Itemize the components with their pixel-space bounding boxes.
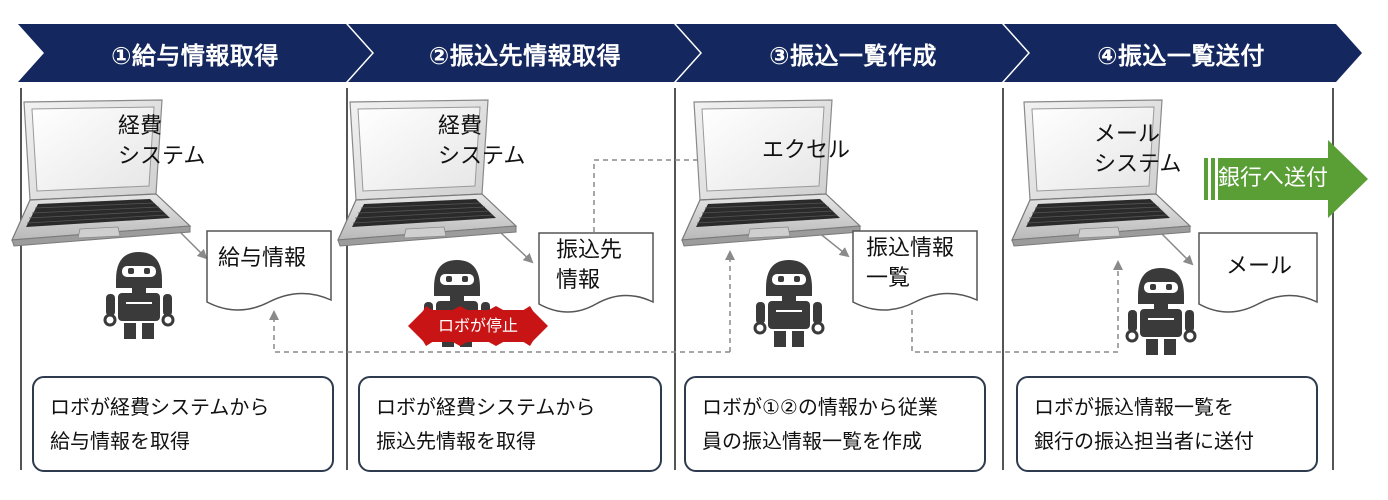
connector-laptop-to-doc-4 [1159,231,1194,266]
dashed-doc3-to-mail [911,260,1123,353]
column-divider-4 [1002,88,1004,470]
column-divider-1 [20,88,22,470]
connector-laptop-to-doc-2 [499,231,534,264]
step-1-description: ロボが経費システムから 給与情報を取得 [32,376,334,472]
process-header-bar [18,24,1362,82]
laptop-icon [681,99,861,247]
document-icon [538,232,654,313]
header-chevron-4 [1004,24,1362,82]
send-to-bank-label: 銀行へ送付 [1218,166,1329,191]
robot-stopped-badge: ロボが停止 [437,316,518,335]
column-divider-3 [674,88,676,470]
step-4-header: ④振込一覧送付 [1097,41,1265,70]
header-chevron-2 [348,24,700,82]
connector-laptop-to-doc-1 [177,229,208,260]
header-chevron-1 [18,24,372,82]
document-label-2: 振込先 情報 [556,238,623,293]
send-arrow-icon [1204,140,1368,218]
screen-label-1: 経費 システム [118,114,206,169]
step-2-header: ②振込先情報取得 [428,41,622,70]
step-3-description: ロボが①②の情報から従業 員の振込情報一覧を作成 [684,376,986,472]
robot-icon [1125,266,1197,357]
document-label-3: 振込情報 一覧 [866,236,955,291]
header-chevron-3 [676,24,1028,82]
robot-icon [753,258,825,349]
column-divider-2 [346,88,348,470]
connector-laptop-to-doc-3 [817,231,850,258]
screen-label-2: 経費 システム [438,114,526,169]
step-2-description: ロボが経費システムから 振込先情報を取得 [358,376,662,472]
step-4-description: ロボが振込情報一覧を 銀行の振込担当者に送付 [1016,376,1318,472]
screen-label-3: エクセル [762,138,851,163]
document-icon [1198,232,1318,313]
dashed-doc2-to-excel [593,155,722,232]
stop-badge-icon [408,306,548,346]
document-icon [206,230,332,311]
step-3-header: ③振込一覧作成 [769,41,937,70]
document-label-1: 給与情報 [218,246,307,271]
document-icon [852,230,978,311]
robot-icon [103,250,175,341]
screen-label-4: メール システム [1094,122,1182,177]
step-1-header: ①給与情報取得 [111,41,279,70]
document-label-4: メール [1226,254,1293,279]
column-divider-5 [1332,88,1334,470]
